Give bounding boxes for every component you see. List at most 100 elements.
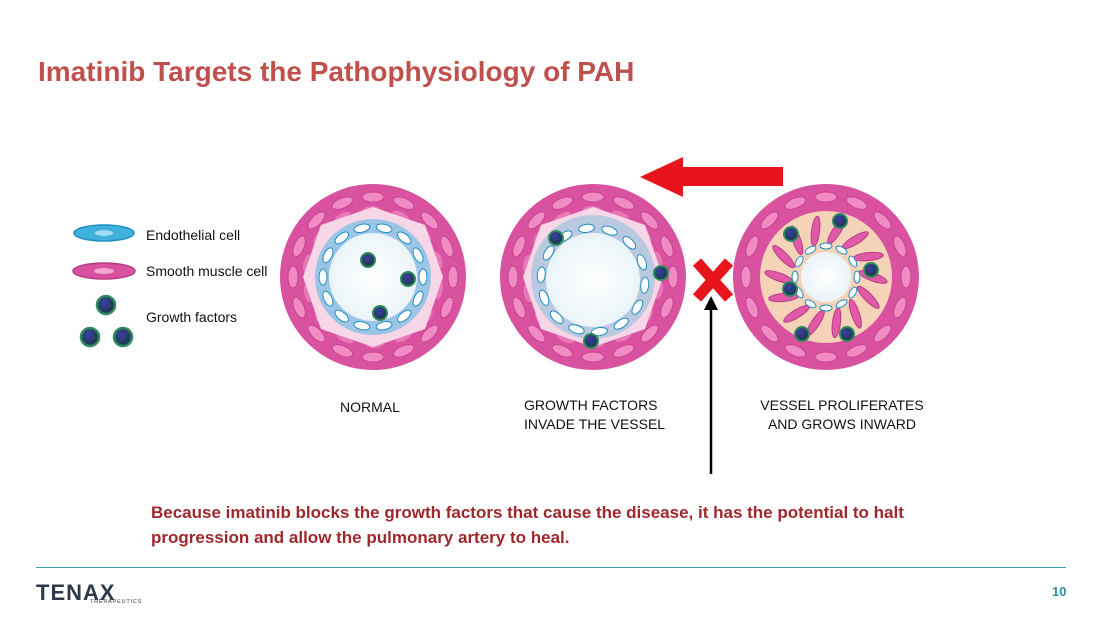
- smooth-muscle-cell: [856, 285, 880, 309]
- smooth-muscle-cell: [551, 344, 574, 358]
- smooth-muscle-cell: [772, 245, 796, 269]
- vessel-invaded: [500, 184, 686, 370]
- endothelial-cell: [568, 324, 585, 335]
- endothelial-cell: [542, 245, 555, 261]
- smooth-muscle-cell: [873, 324, 892, 343]
- endothelial-cell: [418, 268, 428, 286]
- smooth-muscle-cell: [640, 211, 659, 230]
- endothelial-cell: [835, 245, 848, 255]
- smooth-muscle-cell: [287, 265, 299, 289]
- smooth-muscle-cell: [660, 296, 674, 319]
- smooth-muscle-cell: [893, 235, 907, 258]
- smooth-muscle-cell: [581, 191, 605, 203]
- endothelial-cell: [334, 309, 350, 323]
- footer-divider: [36, 567, 1066, 568]
- smooth-muscle-cell: [527, 324, 546, 343]
- smooth-muscle-cell: [845, 344, 868, 358]
- smooth-muscle-cell: [640, 324, 659, 343]
- endothelial-cell: [538, 289, 550, 306]
- caption-invade-line2: INVADE THE VESSEL: [524, 416, 666, 432]
- smooth-muscle-cell: [551, 196, 574, 210]
- endothelial-cell: [819, 242, 833, 250]
- caption-prolif-line1: VESSEL PROLIFERATES: [760, 397, 924, 413]
- endothelial-cell: [396, 309, 412, 323]
- smooth-muscle-cell: [581, 351, 605, 363]
- endothelial-cell: [318, 268, 328, 286]
- company-logo: TENAX THERAPEUTICS: [36, 580, 146, 606]
- legend: [72, 224, 136, 348]
- endothelial-cell: [412, 290, 424, 307]
- smooth-muscle-cell: [307, 324, 326, 343]
- endothelial-cell: [334, 231, 350, 245]
- endothelial-cell: [853, 270, 861, 284]
- smooth-muscle-cell: [612, 196, 635, 210]
- endothelial-cell: [848, 255, 858, 268]
- endothelial-cell: [396, 231, 412, 245]
- endothelial-cell: [375, 320, 393, 331]
- endothelial-cell: [613, 317, 629, 330]
- endothelial-cell: [578, 223, 596, 233]
- vessel-normal: [280, 184, 466, 370]
- smooth-muscle-cell: [331, 196, 354, 210]
- page-number: 10: [1052, 584, 1067, 599]
- smooth-muscle-cell: [292, 296, 306, 319]
- smooth-muscle-cell: [784, 344, 807, 358]
- logo-subtitle: THERAPEUTICS: [90, 599, 143, 605]
- caption-proliferate: VESSEL PROLIFERATES AND GROWS INWARD: [747, 396, 937, 434]
- smooth-muscle-cell: [845, 196, 868, 210]
- smooth-muscle-cell: [331, 344, 354, 358]
- endothelial-cell: [536, 266, 546, 284]
- black-up-arrow: [704, 296, 718, 474]
- endothelial-cell: [636, 254, 648, 271]
- smooth-muscle-cell: [667, 265, 679, 289]
- endothelial-cell: [375, 223, 393, 234]
- endothelial-cell: [622, 236, 637, 250]
- caption-invade-line1: GROWTH FACTORS: [524, 397, 658, 413]
- endothelial-cell: [412, 247, 424, 264]
- smooth-muscle-cell: [900, 265, 912, 289]
- endothelial-cell: [804, 245, 817, 255]
- endothelial-cell: [601, 225, 618, 236]
- smooth-muscle-cell: [745, 296, 759, 319]
- smooth-muscle-cell: [814, 351, 838, 363]
- smooth-muscle-cell: [292, 235, 306, 258]
- smooth-muscle-cell: [307, 211, 326, 230]
- endothelial-cell: [848, 286, 858, 299]
- growth-factor-icon: [79, 294, 134, 348]
- smooth-muscle-cell: [392, 344, 415, 358]
- key-statement: Because imatinib blocks the growth facto…: [151, 503, 904, 547]
- endothelial-cell: [322, 290, 334, 307]
- endothelial-cell: [819, 304, 833, 312]
- caption-invade: GROWTH FACTORS INVADE THE VESSEL: [524, 396, 665, 434]
- endothelial-cell: [631, 299, 644, 315]
- smooth-muscle-cell: [848, 298, 862, 329]
- smooth-muscle-cell: [420, 324, 439, 343]
- smooth-muscle-cell: [361, 351, 385, 363]
- caption-normal: NORMAL: [340, 399, 400, 415]
- page-title: Imatinib Targets the Pathophysiology of …: [38, 56, 635, 87]
- smooth-muscle-cell: [760, 211, 779, 230]
- smooth-muscle-cell: [527, 211, 546, 230]
- growth-factor: [360, 252, 416, 321]
- smooth-muscle-cell: [612, 344, 635, 358]
- smooth-muscle-cell: [784, 196, 807, 210]
- endothelial-cell: [549, 310, 564, 324]
- red-left-arrow: [640, 157, 783, 197]
- endothelial-cell: [835, 299, 848, 309]
- endothelial-cell: [804, 299, 817, 309]
- smooth-muscle-cell: [361, 191, 385, 203]
- endothelial-cell: [640, 276, 650, 294]
- smooth-muscle-cell: [814, 191, 838, 203]
- red-x-icon: [692, 258, 734, 302]
- smooth-muscle-cell: [440, 235, 454, 258]
- smooth-muscle-cell: [507, 265, 519, 289]
- logo-wordmark: TENAX: [36, 580, 116, 605]
- legend-endothelial-label: Endothelial cell: [146, 227, 241, 243]
- smooth-muscle-cell: [660, 235, 674, 258]
- smooth-muscle-cell: [512, 296, 526, 319]
- endothelial-cell: [322, 247, 334, 264]
- smooth-muscle-cell: [740, 265, 752, 289]
- smooth-muscle-cell: [873, 211, 892, 230]
- smooth-muscle-cell: [447, 265, 459, 289]
